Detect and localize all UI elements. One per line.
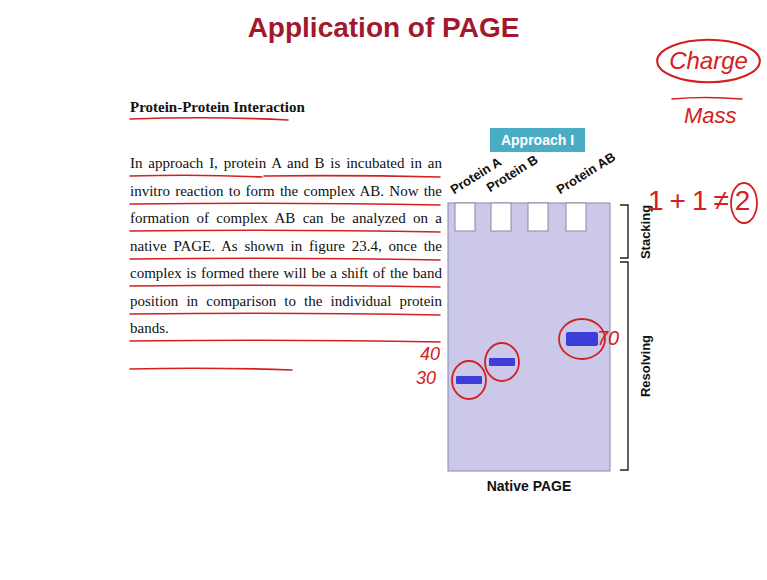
- lane-label: Protein AB: [554, 149, 619, 198]
- body-paragraph: In approach I, protein A and B is incuba…: [130, 150, 442, 343]
- handwritten-circles: [452, 183, 757, 399]
- slide-title: Application of PAGE: [0, 12, 767, 44]
- handwritten-circled-word: Charge: [655, 38, 762, 84]
- gel-slab: [448, 203, 610, 471]
- handwritten-number: 40: [420, 344, 440, 365]
- handwritten-number: 30: [416, 368, 436, 389]
- node-text: Charge: [655, 47, 762, 75]
- gel-wells: [455, 203, 586, 231]
- node-text: Approach I: [490, 132, 585, 148]
- handwritten-number: 70: [597, 327, 619, 350]
- region-label: Resolving: [638, 335, 654, 397]
- gel-caption: Native PAGE: [448, 478, 610, 494]
- approach-box: Approach I: [490, 128, 585, 152]
- handwritten-note: 1+1≠2: [648, 185, 756, 217]
- region-brackets: [620, 205, 628, 470]
- section-heading: Protein-Protein Interaction: [130, 99, 305, 116]
- handwritten-note: Mass: [684, 103, 737, 129]
- handwritten-underlines: [130, 98, 742, 371]
